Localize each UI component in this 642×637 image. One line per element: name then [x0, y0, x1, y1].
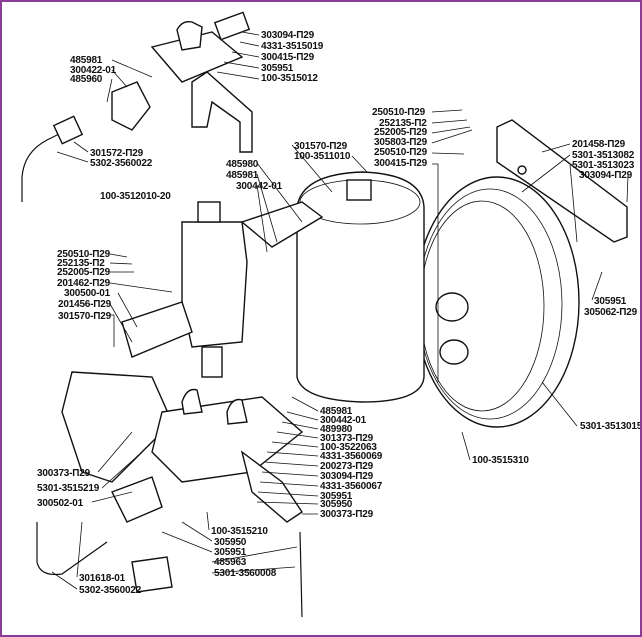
part-label: 201456-П29 [58, 299, 112, 310]
part-label: 301572-П29 [90, 148, 144, 159]
part-label: 200273-П29 [320, 461, 374, 472]
part-label: 201462-П29 [57, 278, 111, 289]
part-label: 485981 [70, 55, 103, 66]
part-label: 303094-П29 [261, 30, 315, 41]
part-label: 305951 [594, 296, 627, 307]
part-label: 305951 [214, 547, 247, 558]
part-label: 485981 [320, 406, 353, 417]
part-label: 485981 [226, 170, 259, 181]
part-label: 305951 [261, 63, 294, 74]
part-label: 303094-П29 [579, 170, 633, 181]
part-label: 250510-П29 [372, 107, 426, 118]
part-label: 301570-П29 [294, 141, 348, 152]
part-label: 303094-П29 [320, 471, 374, 482]
part-label: 4331-3560069 [320, 451, 383, 462]
brake-booster [414, 176, 580, 428]
part-label: 250510-П29 [57, 249, 111, 260]
drain-tube [299, 531, 303, 618]
part-label: 300500-01 [64, 288, 111, 299]
part-label: 300502-01 [37, 498, 84, 509]
leader-lines [51, 31, 629, 590]
part-label: 305951 [320, 491, 353, 502]
part-label: 252005-П29 [374, 127, 428, 138]
protection-valve-block [61, 371, 304, 593]
part-label: 201458-П29 [572, 139, 626, 150]
part-label: 5301-3515219 [37, 483, 100, 494]
part-label: 300422-01 [70, 65, 117, 76]
bottom-hose [36, 522, 108, 576]
air-receiver-cylinder [296, 171, 425, 403]
part-label: 300373-П29 [320, 509, 374, 520]
part-label: 4331-3515019 [261, 41, 324, 52]
part-label: 300442-01 [320, 415, 367, 426]
part-label: 252005-П29 [57, 267, 111, 278]
part-label: 5302-3560022 [79, 585, 142, 596]
part-label: 485963 [214, 557, 247, 568]
part-label: 5301-3513023 [572, 160, 635, 171]
part-labels: 303094-П29 4331-3515019 300415-П29 30595… [37, 30, 642, 596]
part-label: 489980 [320, 424, 353, 435]
part-label: 300373-П29 [37, 468, 91, 479]
part-label: 100-3512010-20 [100, 191, 171, 202]
part-label: 301618-01 [79, 573, 126, 584]
part-label: 5302-3560022 [90, 158, 153, 169]
part-label: 485960 [70, 74, 103, 85]
part-label: 300415-П29 [374, 158, 428, 169]
part-label: 300442-01 [236, 181, 283, 192]
part-label: 305950 [214, 537, 247, 548]
top-valve-assembly [111, 11, 253, 153]
part-label: 252135-П2 [379, 118, 427, 129]
part-label: 301570-П29 [58, 311, 112, 322]
part-label: 485980 [226, 159, 259, 170]
part-label: 305803-П29 [374, 137, 428, 148]
part-label: 100-3515310 [472, 455, 529, 466]
pressure-regulator [121, 201, 324, 378]
part-label: 305950 [320, 499, 353, 510]
part-label: 100-3522063 [320, 442, 377, 453]
mounting-bracket [496, 119, 628, 243]
part-label: 250510-П29 [374, 147, 428, 158]
part-label: 301373-П29 [320, 433, 374, 444]
part-label: 5301-3513015 [580, 421, 642, 432]
part-label: 252135-П2 [57, 258, 105, 269]
part-label: 300415-П29 [261, 52, 315, 63]
part-label: 4331-3560067 [320, 481, 383, 492]
part-label: 5301-3560008 [214, 568, 277, 579]
top-hose [21, 129, 68, 202]
part-label: 5301-3513082 [572, 150, 635, 161]
part-label: 100-3515210 [211, 526, 268, 537]
part-label: 100-3511010 [294, 151, 351, 162]
part-label: 305062-П29 [584, 307, 638, 318]
part-label: 100-3515012 [261, 73, 318, 84]
